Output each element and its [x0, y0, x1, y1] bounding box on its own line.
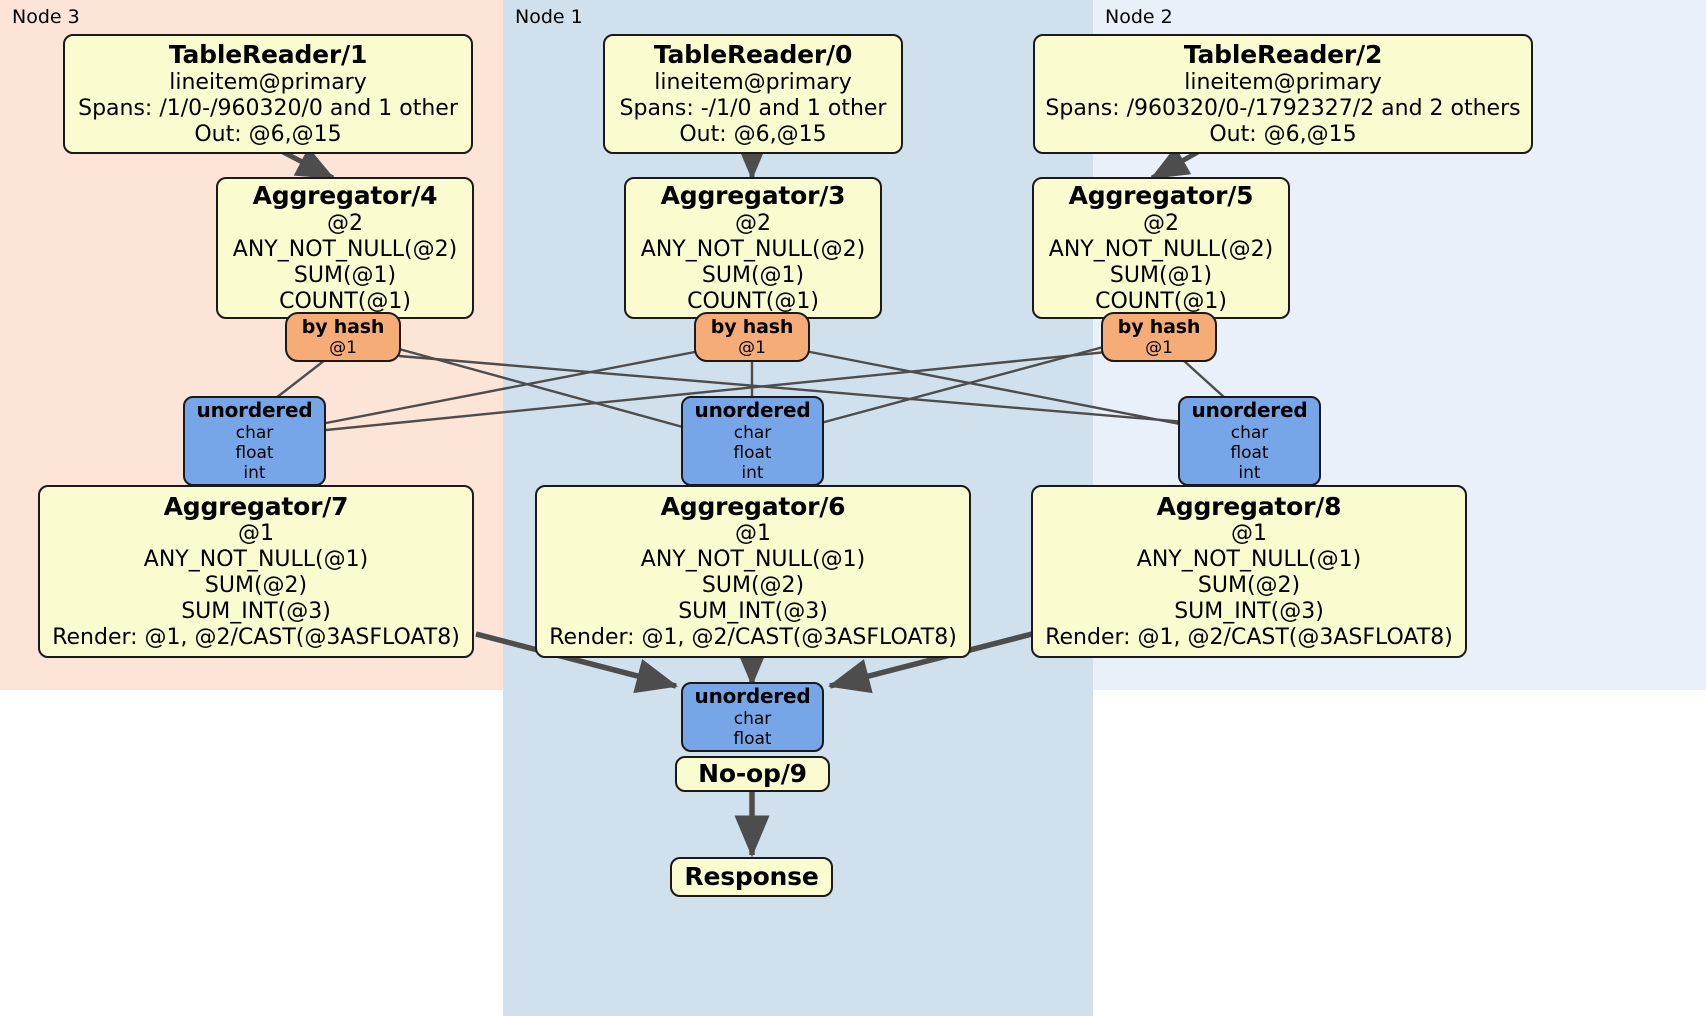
box-title: Aggregator/3 [660, 181, 846, 211]
processor-response[interactable]: Response [670, 857, 833, 897]
box-line: @1 [1145, 338, 1173, 359]
processor-aggregator-6[interactable]: Aggregator/6 @1 ANY_NOT_NULL(@1) SUM(@2)… [535, 485, 971, 658]
box-line: @2 [735, 210, 771, 236]
box-line: COUNT(@1) [1095, 288, 1227, 314]
processor-aggregator-7[interactable]: Aggregator/7 @1 ANY_NOT_NULL(@1) SUM(@2)… [38, 485, 474, 658]
processor-no-op-9[interactable]: No-op/9 [675, 756, 830, 792]
box-line: Render: @1, @2/CAST(@3ASFLOAT8) [549, 625, 957, 651]
box-title: TableReader/1 [168, 40, 368, 70]
processor-table-reader-2[interactable]: TableReader/2 lineitem@primary Spans: /9… [1033, 34, 1533, 154]
box-title: Aggregator/7 [163, 491, 349, 521]
box-line: @2 [1143, 210, 1179, 236]
box-title: Aggregator/4 [252, 181, 438, 211]
box-title: by hash [1117, 315, 1201, 338]
box-line: Spans: -/1/0 and 1 other [619, 95, 887, 121]
box-line: Spans: /960320/0-/1792327/2 and 2 others [1045, 95, 1521, 121]
receiver-unordered-node-3[interactable]: unordered char float int [183, 396, 326, 486]
box-line: char [733, 422, 772, 443]
receiver-unordered-final[interactable]: unordered char float [681, 682, 824, 752]
box-line: Out: @6,@15 [194, 121, 342, 147]
box-line: @1 [738, 338, 766, 359]
box-line: int [741, 462, 764, 483]
box-title: Aggregator/8 [1156, 491, 1342, 521]
receiver-unordered-node-2[interactable]: unordered char float int [1178, 396, 1321, 486]
box-title: by hash [710, 315, 794, 338]
box-line: ANY_NOT_NULL(@2) [640, 236, 866, 262]
box-title: Aggregator/6 [660, 491, 846, 521]
box-line: COUNT(@1) [279, 288, 411, 314]
box-title: Aggregator/5 [1068, 181, 1254, 211]
box-line: COUNT(@1) [687, 288, 819, 314]
box-title: No-op/9 [698, 759, 807, 789]
box-line: Spans: /1/0-/960320/0 and 1 other [78, 95, 458, 121]
box-line: SUM(@2) [701, 573, 805, 599]
box-title: Response [684, 862, 819, 892]
node-panel-label-node-3: Node 3 [12, 6, 80, 28]
processor-aggregator-5[interactable]: Aggregator/5 @2 ANY_NOT_NULL(@2) SUM(@1)… [1032, 177, 1290, 319]
box-line: Render: @1, @2/CAST(@3ASFLOAT8) [1045, 625, 1453, 651]
box-line: float [733, 728, 772, 749]
box-line: float [733, 442, 772, 463]
box-line: Out: @6,@15 [679, 121, 827, 147]
box-line: SUM_INT(@3) [1174, 599, 1324, 625]
box-title: unordered [1191, 398, 1308, 423]
box-line: lineitem@primary [1184, 69, 1382, 95]
box-title: unordered [196, 398, 313, 423]
box-line: int [243, 462, 266, 483]
box-line: lineitem@primary [169, 69, 367, 95]
processor-aggregator-8[interactable]: Aggregator/8 @1 ANY_NOT_NULL(@1) SUM(@2)… [1031, 485, 1467, 658]
box-title: unordered [694, 684, 811, 709]
node-panel-label-node-1: Node 1 [515, 6, 583, 28]
box-title: by hash [301, 315, 385, 338]
router-by-hash-node-2[interactable]: by hash @1 [1101, 312, 1217, 362]
box-line: SUM(@1) [701, 262, 805, 288]
box-line: lineitem@primary [654, 69, 852, 95]
box-title: TableReader/2 [1183, 40, 1383, 70]
box-line: Out: @6,@15 [1209, 121, 1357, 147]
box-line: int [1238, 462, 1261, 483]
box-line: ANY_NOT_NULL(@1) [640, 547, 866, 573]
box-line: SUM_INT(@3) [678, 599, 828, 625]
router-by-hash-node-3[interactable]: by hash @1 [285, 312, 401, 362]
receiver-unordered-node-1[interactable]: unordered char float int [681, 396, 824, 486]
box-line: SUM(@2) [204, 573, 308, 599]
box-line: SUM(@2) [1197, 573, 1301, 599]
box-line: @2 [327, 210, 363, 236]
box-line: SUM(@1) [1109, 262, 1213, 288]
box-line: ANY_NOT_NULL(@2) [232, 236, 458, 262]
box-line: ANY_NOT_NULL(@2) [1048, 236, 1274, 262]
processor-table-reader-1[interactable]: TableReader/1 lineitem@primary Spans: /1… [63, 34, 473, 154]
box-title: unordered [694, 398, 811, 423]
box-line: @1 [238, 521, 274, 547]
box-line: char [235, 422, 274, 443]
node-panel-label-node-2: Node 2 [1105, 6, 1173, 28]
box-line: char [1230, 422, 1269, 443]
box-line: @1 [735, 521, 771, 547]
box-line: ANY_NOT_NULL(@1) [1136, 547, 1362, 573]
processor-aggregator-4[interactable]: Aggregator/4 @2 ANY_NOT_NULL(@2) SUM(@1)… [216, 177, 474, 319]
box-line: ANY_NOT_NULL(@1) [143, 547, 369, 573]
box-line: SUM(@1) [293, 262, 397, 288]
box-line: char [733, 708, 772, 729]
box-line: SUM_INT(@3) [181, 599, 331, 625]
processor-table-reader-0[interactable]: TableReader/0 lineitem@primary Spans: -/… [603, 34, 903, 154]
box-line: float [1230, 442, 1269, 463]
box-title: TableReader/0 [653, 40, 853, 70]
box-line: float [235, 442, 274, 463]
processor-aggregator-3[interactable]: Aggregator/3 @2 ANY_NOT_NULL(@2) SUM(@1)… [624, 177, 882, 319]
router-by-hash-node-1[interactable]: by hash @1 [694, 312, 810, 362]
box-line: @1 [329, 338, 357, 359]
box-line: Render: @1, @2/CAST(@3ASFLOAT8) [52, 625, 460, 651]
box-line: @1 [1231, 521, 1267, 547]
